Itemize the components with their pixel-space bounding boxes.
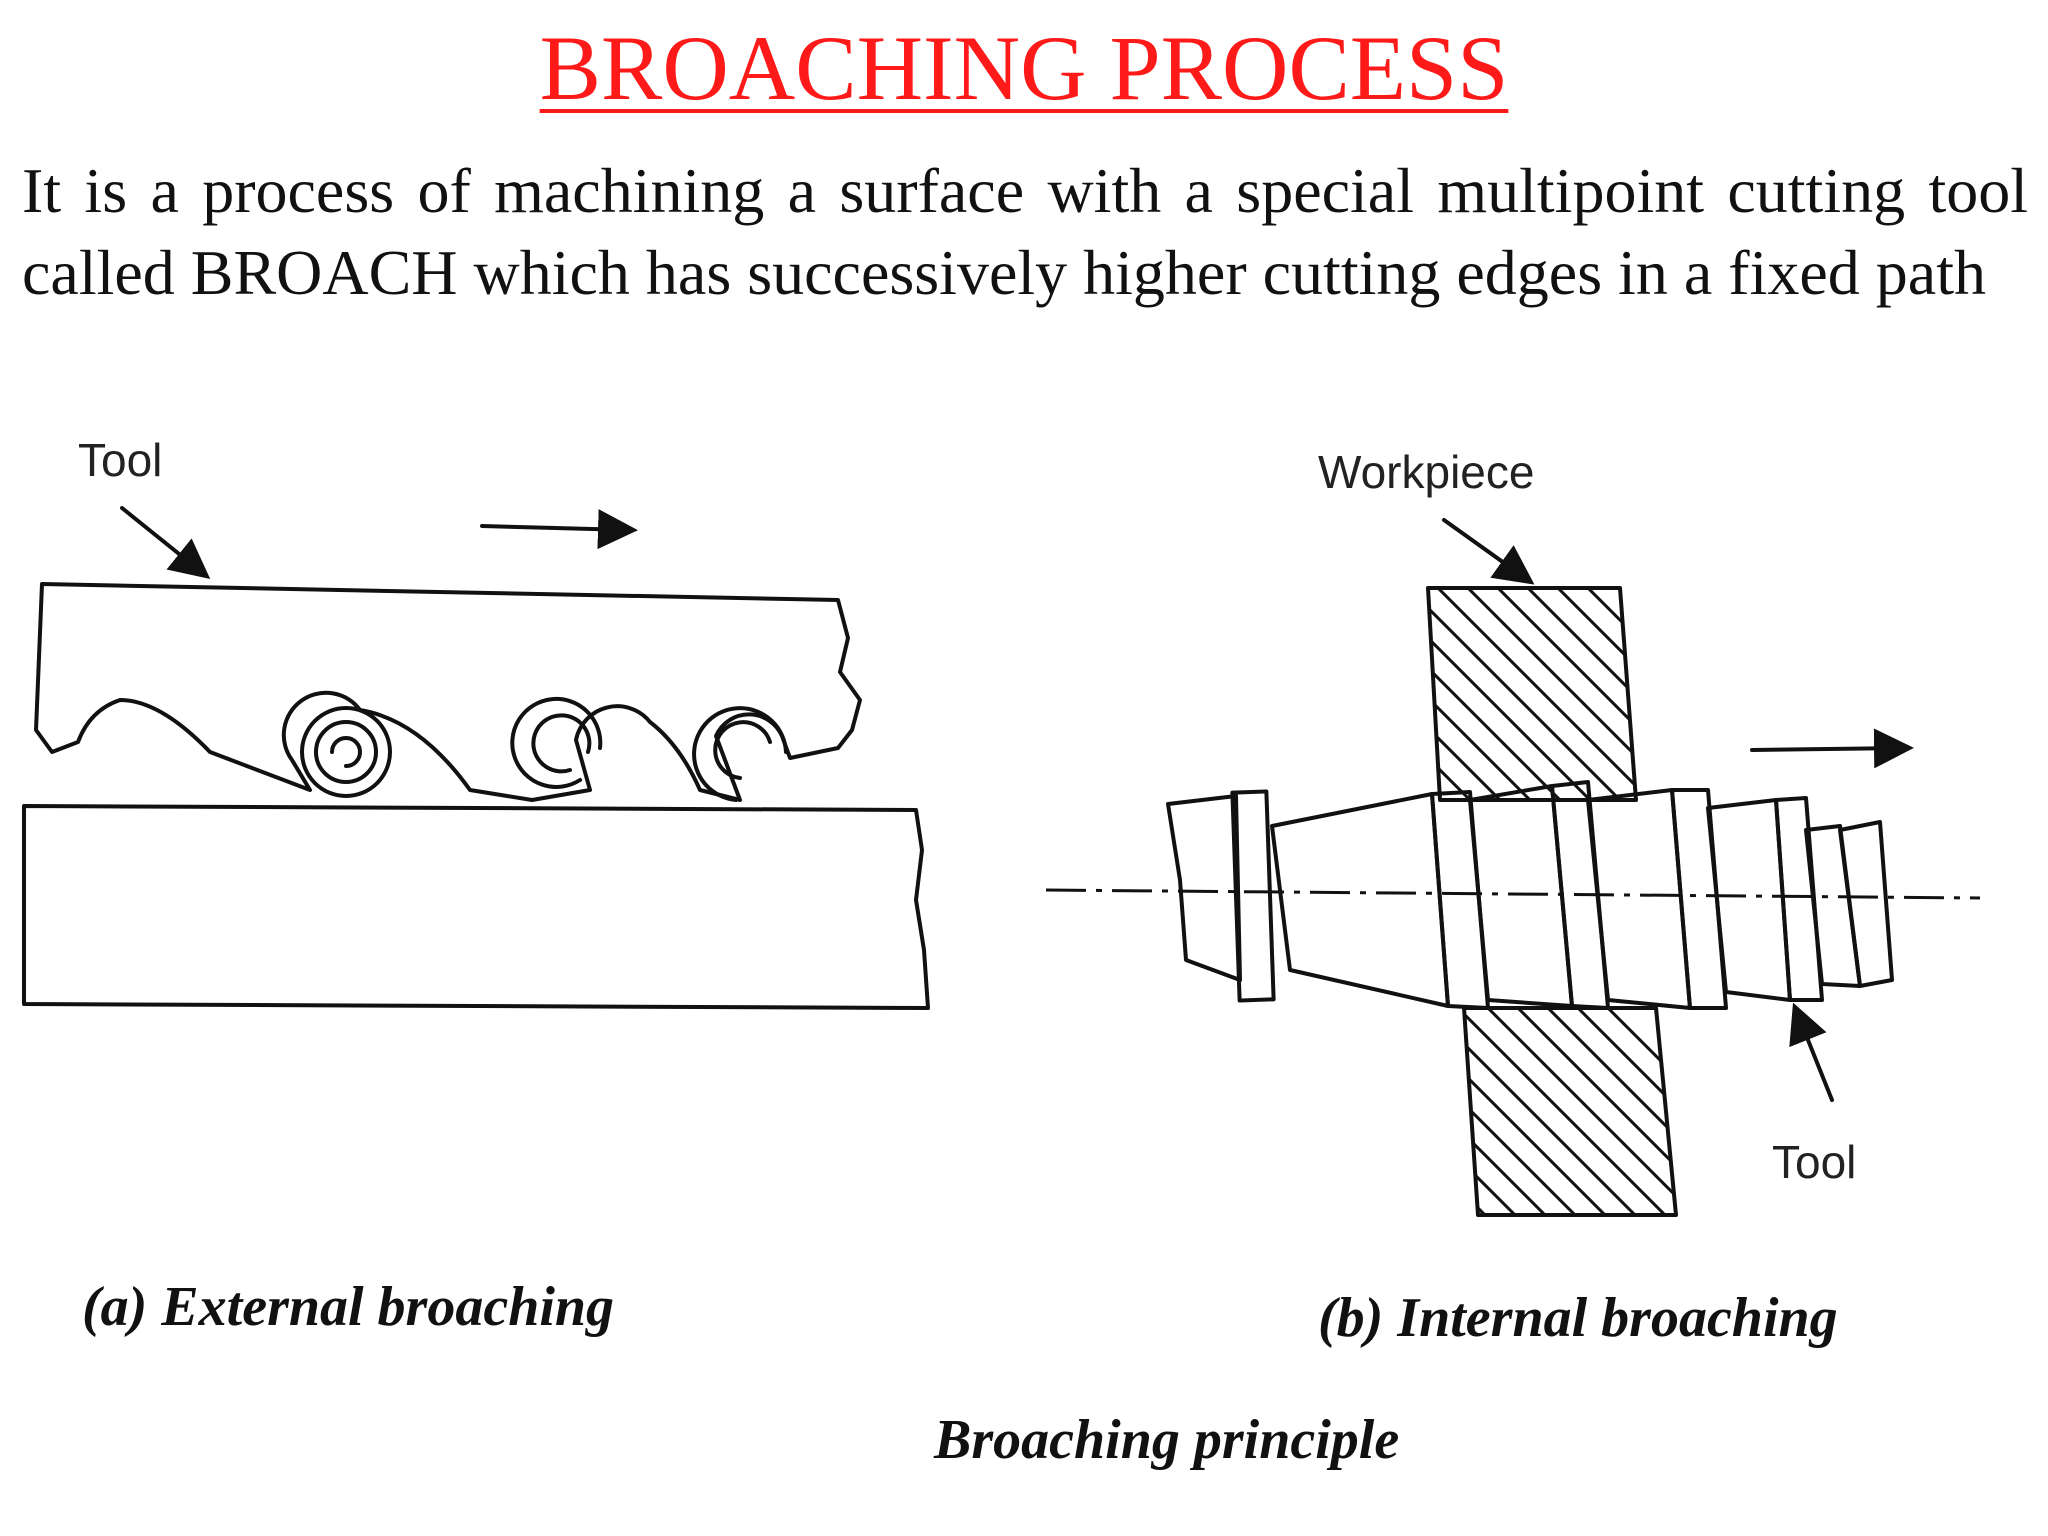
caption-external: (a) External broaching xyxy=(82,1276,614,1338)
description-text: It is a process of machining a surface w… xyxy=(22,155,2028,308)
external-broaching-figure: Tool (a) External broaching xyxy=(22,434,930,1338)
chip-3 xyxy=(692,706,788,802)
chip-2 xyxy=(510,696,603,789)
page-title: BROACHING PROCESS xyxy=(539,17,1509,119)
workpiece-label: Workpiece xyxy=(1318,446,1534,498)
caption-internal: (b) Internal broaching xyxy=(1318,1287,1838,1349)
chip-1 xyxy=(300,706,392,798)
tool-label-external: Tool xyxy=(78,434,162,486)
arrow-right-icon xyxy=(1750,728,1914,769)
leader-arrow-icon xyxy=(1789,1002,1834,1102)
external-workpiece xyxy=(22,804,930,1010)
leader-arrow-icon xyxy=(120,506,211,580)
internal-workpiece-top xyxy=(1426,586,1638,802)
center-line xyxy=(1045,888,1981,900)
leader-arrow-icon xyxy=(1442,518,1535,585)
arrow-right-icon xyxy=(480,509,638,550)
tool-label-internal: Tool xyxy=(1772,1136,1856,1188)
internal-broach-tool xyxy=(1166,780,1894,1010)
internal-broaching-figure: Workpiece xyxy=(1045,446,1981,1349)
main-caption: Broaching principle xyxy=(933,1409,1399,1471)
broach-tool-body xyxy=(34,582,862,802)
